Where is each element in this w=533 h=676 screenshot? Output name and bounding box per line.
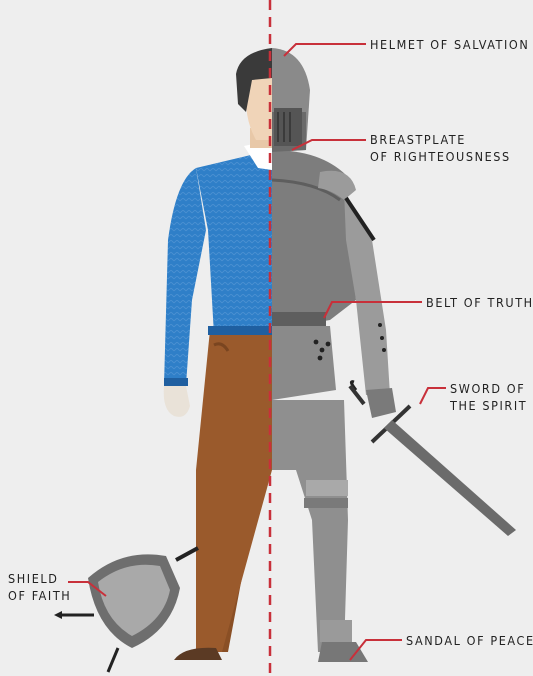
sandal-label: SANDAL OF PEACE [406,632,533,649]
knight-sandal [318,642,368,662]
sword-callout-line [420,388,446,404]
belt-label: BELT OF TRUTH [426,294,533,311]
knight-legs [272,400,348,652]
shield-label-line-1: SHIELD [8,570,71,587]
sword-label-line-2: THE SPIRIT [450,397,527,414]
man-sweater [196,150,272,335]
knight-belt [272,312,326,326]
knight-gauntlet [366,388,396,418]
helmet-callout-line [284,44,366,56]
man-hand [164,386,190,417]
knight-tasset [272,326,336,400]
shield-of-faith [54,548,198,672]
helmet-label-text: HELMET OF SALVATION [370,36,529,53]
sword-label: SWORD OF THE SPIRIT [450,380,527,414]
man-pants [196,330,272,652]
belt-label-text: BELT OF TRUTH [426,294,533,311]
helmet-label: HELMET OF SALVATION [370,36,529,53]
shield-label-line-2: OF FAITH [8,587,71,604]
man-shoe [174,648,222,660]
man-figure [54,48,272,672]
breastplate-label-line-2: OF RIGHTEOUSNESS [370,148,511,165]
sword-label-line-1: SWORD OF [450,380,527,397]
breastplate-label-line-1: BREASTPLATE [370,131,511,148]
shield-label: SHIELD OF FAITH [8,570,71,604]
sandal-label-text: SANDAL OF PEACE [406,632,533,649]
breastplate-label: BREASTPLATE OF RIGHTEOUSNESS [370,131,511,165]
helmet-of-salvation [272,48,310,152]
man-arm [164,168,206,385]
